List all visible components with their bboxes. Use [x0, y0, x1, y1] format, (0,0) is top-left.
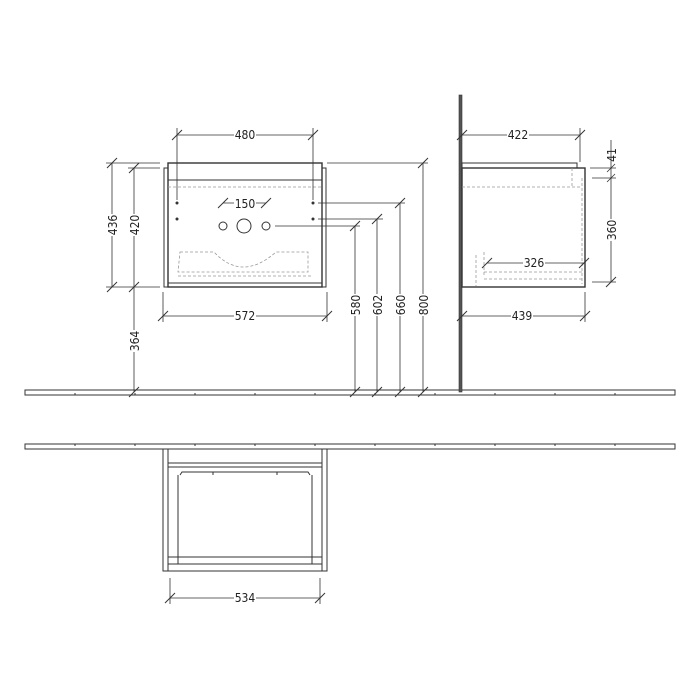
dimension-label: 41 — [605, 148, 619, 162]
dimension-label: 422 — [508, 128, 529, 142]
dimension-660: 660 — [318, 197, 408, 398]
dimension-422: 422 — [456, 128, 586, 162]
dimension-326: 326 — [481, 256, 590, 270]
dimension-label: 580 — [349, 295, 363, 316]
dimension-label: 480 — [235, 128, 256, 142]
dimension-label: 436 — [106, 215, 120, 236]
dimension-439: 439 — [456, 292, 591, 323]
dimension-420: 420 — [128, 162, 160, 293]
dimension-480: 480 — [171, 128, 319, 200]
dimension-label: 660 — [394, 295, 408, 316]
dimension-label: 439 — [512, 309, 533, 323]
plan-view-cabinet — [162, 448, 328, 572]
dimension-label: 326 — [524, 256, 545, 270]
front-view-cabinet — [163, 162, 327, 288]
wall-line-plan — [24, 443, 676, 450]
floor-line-elevation — [24, 389, 676, 396]
dimension-label: 572 — [235, 309, 256, 323]
dimension-436: 436 — [106, 157, 160, 293]
dimension-534: 534 — [164, 578, 326, 605]
mounting-holes — [175, 201, 315, 234]
dimension-360: 360 — [592, 178, 619, 288]
dimension-41: 41 — [590, 140, 619, 183]
dimension-150: 150 — [217, 197, 272, 211]
dimension-label: 420 — [128, 215, 142, 236]
dimension-label: 602 — [371, 295, 385, 316]
dimension-label: 534 — [235, 591, 256, 605]
dimension-580: 580 — [275, 220, 363, 398]
dimension-602: 602 — [318, 213, 385, 398]
dimension-364: 364 — [128, 287, 142, 398]
dimension-label: 360 — [605, 220, 619, 241]
dimension-label: 150 — [235, 197, 256, 211]
dimension-800: 800 — [327, 157, 431, 398]
dimension-572: 572 — [157, 292, 333, 323]
dimension-label: 364 — [128, 331, 142, 352]
dimension-label: 800 — [417, 295, 431, 316]
